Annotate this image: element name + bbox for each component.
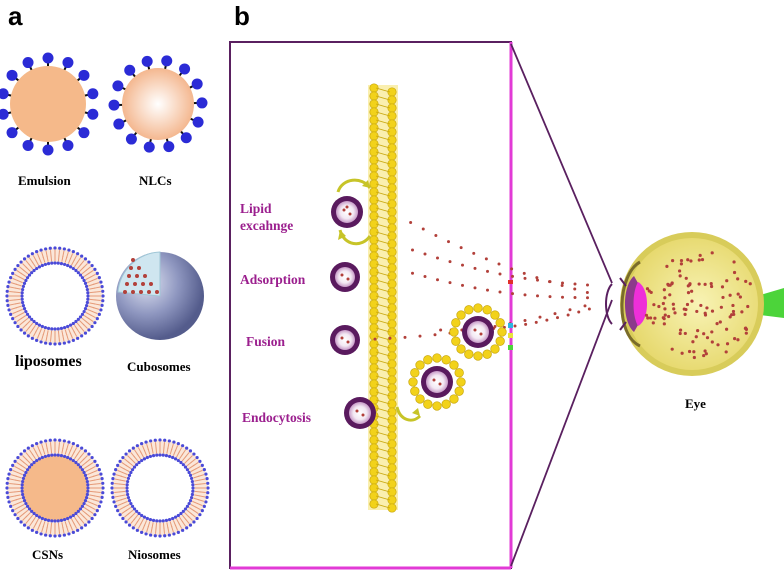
endocytosis-arrow [395,406,422,422]
nlc-diagram [108,55,208,153]
panel-b-frame [229,41,613,570]
endosome-1 [449,303,507,361]
niosome-diagram [110,438,210,538]
label-lipid-exchange-line1: Lipid [240,201,272,216]
endosome-2 [408,353,466,411]
label-csns: CSNs [32,547,64,562]
vesicle-lipid-exchange [331,196,363,228]
panel-a-letter: a [8,1,23,31]
liposome-diagram [5,246,105,346]
cubosome-diagram [116,251,204,340]
label-endocytosis: Endocytosis [242,410,312,425]
label-cubosomes: Cubosomes [127,359,191,374]
csn-diagram [5,438,105,538]
vesicle-adsorption [330,262,360,292]
lipid-exchange-arrows [336,178,372,246]
label-fusion: Fusion [246,334,286,349]
eye-diagram [605,232,784,376]
edge-markers [508,280,513,350]
vesicle-fusion [330,325,360,355]
label-nlcs: NLCs [139,173,172,188]
label-emulsion: Emulsion [18,173,71,188]
label-niosomes: Niosomes [128,547,181,562]
vesicle-endocytosis [344,397,376,429]
label-lipid-exchange-line2: excahnge [240,218,294,233]
label-eye: Eye [685,396,706,411]
label-adsorption: Adsorption [240,272,306,287]
cell-membrane [368,83,398,513]
emulsion-diagram [0,52,99,156]
label-liposomes: liposomes [15,353,82,370]
panel-b-letter: b [234,1,250,31]
